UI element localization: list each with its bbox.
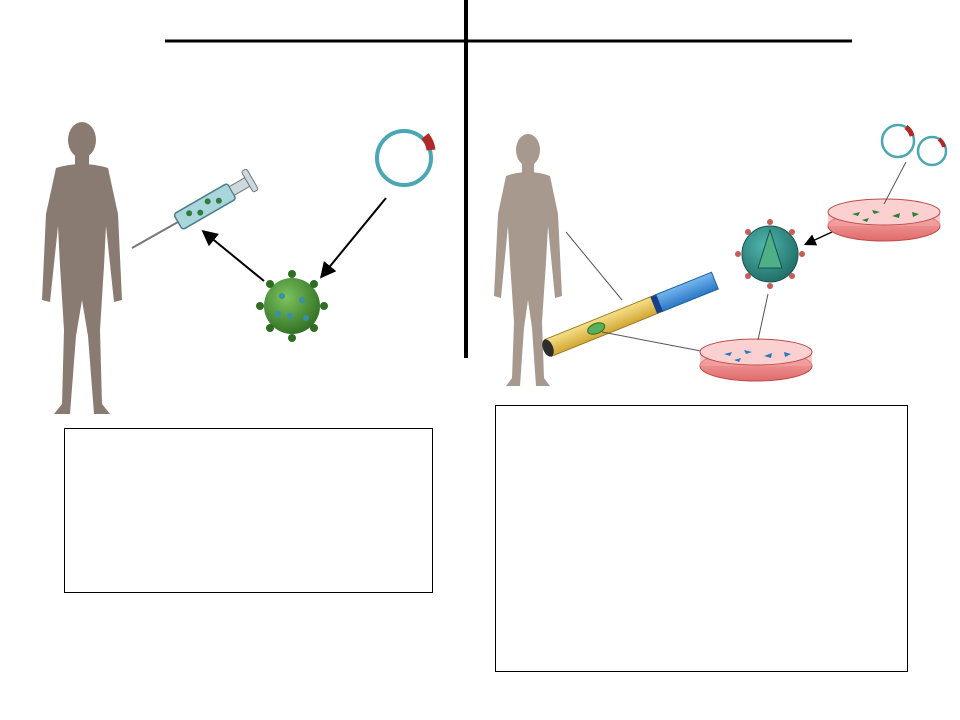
- upper-petri-dish-icon: [827, 198, 941, 242]
- left-caption-text: [65, 429, 432, 445]
- right-human-figure-icon: [494, 134, 562, 386]
- pointer-line-arm: [565, 231, 623, 301]
- blood-vessel-tube-icon: [542, 271, 719, 357]
- left-human-figure-icon: [42, 122, 122, 414]
- arrow-dish-to-virus: [803, 231, 833, 246]
- plasmid-pair-icon: [880, 123, 948, 167]
- lower-petri-dish-icon: [699, 338, 813, 382]
- teal-virus-icon: [735, 219, 805, 289]
- right-caption-text: [496, 406, 907, 422]
- green-virus-icon: [256, 270, 328, 342]
- arrow-virus-to-syringe: [201, 229, 265, 282]
- pointer-line-dish-to-virus: [757, 293, 769, 341]
- pointer-line-plasmids-to-dish: [883, 161, 907, 205]
- pointer-line-tube: [601, 331, 707, 353]
- arrow-plasmid-to-virus: [319, 197, 387, 279]
- left-caption-box: [64, 428, 433, 593]
- syringe-icon: [131, 168, 259, 249]
- plasmid-icon: [375, 129, 436, 187]
- right-caption-box: [495, 405, 908, 672]
